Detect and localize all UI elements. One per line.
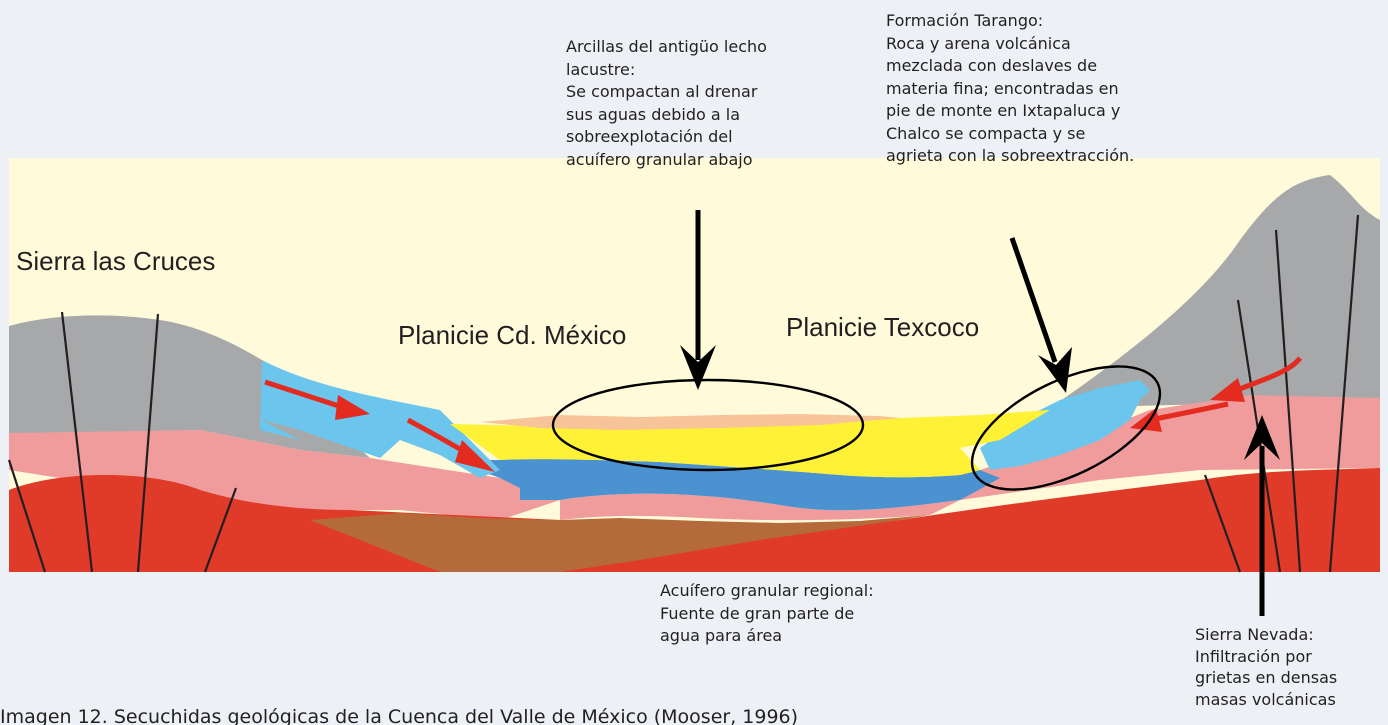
note-line: acuífero granular abajo <box>566 149 753 169</box>
note-line: sobreexplotación del <box>566 127 733 146</box>
sierra-nevada-rock <box>1050 175 1380 408</box>
note-line: pie de monte en Ixtapaluca y <box>886 101 1121 120</box>
note-line: sus aguas debido a la <box>566 104 740 124</box>
note-line: lacustre: <box>566 59 636 79</box>
note-line: grietas en densas <box>1195 668 1338 687</box>
figure-caption: Imagen 12. Secuchidas geológicas de la C… <box>0 706 799 725</box>
label-planicie-texcoco: Planicie Texcoco <box>786 312 980 342</box>
label-planicie-mexico: Planicie Cd. México <box>398 320 627 350</box>
note-line: masas volcánicas <box>1195 689 1336 709</box>
callout-arrows <box>680 210 1280 616</box>
note-line: Acuífero granular regional: <box>660 581 874 600</box>
note-line: Arcillas del antigüo lecho <box>566 37 767 56</box>
note-line: agua para área <box>660 626 783 645</box>
tarango-formation-east <box>960 395 1380 500</box>
granular-aquifer <box>310 513 930 572</box>
shallow-aquifer-east <box>980 380 1150 470</box>
tarango-formation-center <box>560 493 960 521</box>
note-line: Infiltración por <box>1195 646 1312 666</box>
note-acuifero: Acuífero granular regional: Fuente de gr… <box>660 580 874 648</box>
note-line: Sierra Nevada: <box>1195 625 1314 644</box>
note-arcillas: Arcillas del antigüo lecho lacustre: Se … <box>566 36 767 171</box>
tarango-ellipse <box>970 365 1162 491</box>
volcanic-basement-east <box>560 468 1380 572</box>
shallow-aquifer-west <box>260 360 500 478</box>
note-line: Fuente de gran parte de <box>660 603 855 623</box>
note-line: Roca y arena volcánica <box>886 33 1071 53</box>
clay-ellipse <box>551 378 865 472</box>
note-line: mezclada con deslaves de <box>886 56 1098 75</box>
note-line: agrieta con la sobreextracción. <box>886 146 1135 165</box>
note-line: Chalco se compacta y se <box>886 123 1086 143</box>
clay-surface <box>480 414 900 430</box>
deep-aquifer <box>450 459 1000 511</box>
note-tarango: Formación Tarango: Roca y arena volcánic… <box>886 10 1134 168</box>
groundwater-flow-arrows <box>264 356 1303 472</box>
note-line: Formación Tarango: <box>886 11 1044 30</box>
note-line: Se compactan al drenar <box>566 82 758 101</box>
note-line: materia fina; encontradas en <box>886 78 1119 98</box>
label-sierra-cruces: Sierra las Cruces <box>16 246 216 276</box>
note-sierra-nevada: Sierra Nevada: Infiltración por grietas … <box>1195 624 1337 710</box>
